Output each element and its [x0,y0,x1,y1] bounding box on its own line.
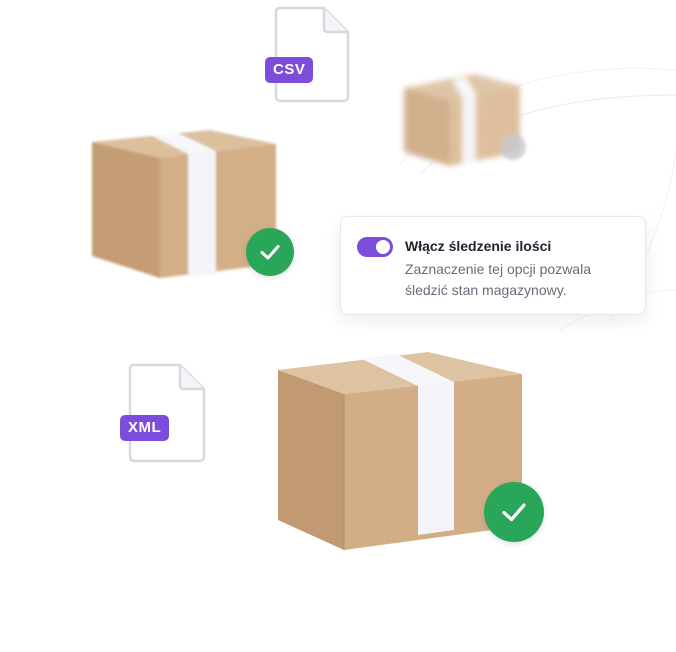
toggle-knob [376,240,390,254]
xml-file-badge: XML [120,415,170,441]
package-box-icon [404,72,524,168]
package-box-icon [278,350,524,552]
csv-file-icon [272,6,352,104]
xml-file-icon [126,363,208,463]
setting-description: Zaznaczenie tej opcji pozwala śledzić st… [405,261,591,298]
csv-file-badge: CSV [265,57,314,83]
setting-title: Włącz śledzenie ilości [405,238,552,254]
check-icon [246,228,294,276]
package-box-icon [92,128,278,280]
check-icon [484,482,544,542]
faded-status-icon [500,134,526,160]
stock-tracking-setting-card: Włącz śledzenie ilości Zaznaczenie tej o… [340,216,646,315]
quantity-tracking-toggle[interactable] [357,237,393,257]
